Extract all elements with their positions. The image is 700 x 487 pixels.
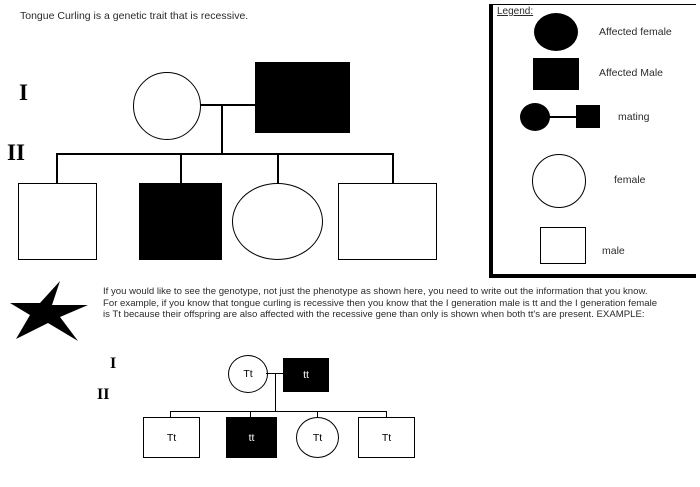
- main-gen1-father-square: [255, 62, 350, 133]
- main-child-2-drop-line: [180, 153, 182, 184]
- example-gen1-father-genotype: tt: [303, 369, 309, 381]
- example-gen1-mother-genotype: Tt: [243, 368, 253, 380]
- main-gen2-child-2-square: [139, 183, 222, 260]
- legend-affected-male-label: Affected Male: [599, 67, 664, 79]
- main-gen2-child-1-square: [18, 183, 97, 260]
- explanation-paragraph: If you would like to see the genotype, n…: [103, 286, 658, 321]
- legend-affected-female-icon: [534, 13, 578, 51]
- example-gen2-child-3-circle: Tt: [296, 417, 339, 458]
- example-sibship-line: [170, 411, 387, 413]
- legend-female-label: female: [614, 174, 646, 186]
- star-polygon: [10, 281, 88, 341]
- legend-bottom-border: [489, 274, 696, 278]
- example-gen2-child-2-square: tt: [226, 417, 277, 458]
- generation-2-numeral: II: [7, 140, 25, 165]
- example-gen2-child-1-square: Tt: [143, 417, 200, 458]
- legend-panel: Legend: Affected female Affected Male ma…: [489, 4, 696, 278]
- legend-affected-male-icon: [533, 58, 579, 90]
- main-gen1-mother-circle: [133, 72, 201, 140]
- main-sibship-line: [56, 153, 393, 155]
- main-gen2-child-4-square: [338, 183, 437, 260]
- example-gen2-child-4-square: Tt: [358, 417, 415, 458]
- star-svg: [10, 281, 88, 341]
- star-bullet-icon: [8, 281, 92, 343]
- main-child-3-drop-line: [277, 153, 279, 184]
- legend-left-border: [489, 4, 493, 278]
- main-descent-line: [221, 104, 223, 154]
- legend-female-icon: [532, 154, 586, 208]
- main-gen2-child-3-circle: [232, 183, 323, 260]
- example-gen2-child-2-genotype: tt: [248, 431, 255, 444]
- main-mating-line: [200, 104, 257, 106]
- example-gen2-child-1-genotype: Tt: [166, 431, 177, 444]
- legend-title: Legend:: [497, 6, 534, 17]
- main-child-1-drop-line: [56, 153, 58, 184]
- legend-mating-female-icon: [520, 103, 550, 131]
- legend-mating-male-icon: [576, 105, 600, 128]
- legend-male-icon: [540, 227, 586, 264]
- intro-sentence: Tongue Curling is a genetic trait that i…: [20, 10, 249, 22]
- example-gen2-child-4-genotype: Tt: [381, 431, 392, 444]
- legend-male-label: male: [602, 245, 625, 257]
- legend-mating-connector-line: [549, 116, 578, 118]
- example-gen2-child-3-genotype: Tt: [312, 431, 323, 444]
- example-generation-1-numeral: I: [110, 355, 117, 372]
- example-descent-line: [275, 373, 277, 412]
- example-gen1-mother-circle: Tt: [228, 355, 268, 393]
- legend-top-border: [493, 4, 696, 6]
- legend-affected-female-label: Affected female: [599, 26, 672, 38]
- main-child-4-drop-line: [392, 153, 394, 184]
- example-gen1-father-square: tt: [283, 358, 329, 392]
- legend-mating-label: mating: [618, 111, 650, 123]
- generation-1-numeral: I: [19, 80, 28, 105]
- example-generation-2-numeral: II: [97, 386, 110, 403]
